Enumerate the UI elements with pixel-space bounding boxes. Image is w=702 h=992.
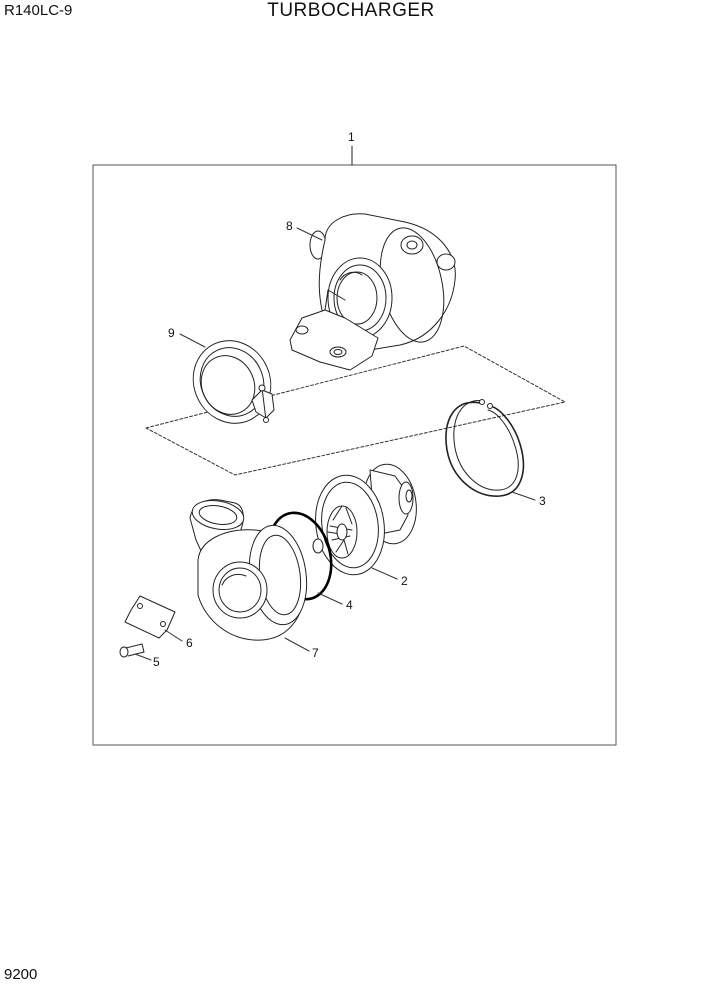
page-number: 9200 [4,966,38,983]
callout-1: 1 [348,130,355,144]
retaining-ring-part [445,399,525,497]
callout-2: 2 [401,574,408,588]
callout-3: 3 [539,494,546,508]
bolt-part [119,643,145,658]
assembly-frame [92,164,617,746]
plate-part [124,595,176,639]
callout-5: 5 [153,655,160,669]
v-band-clamp-part [192,340,275,424]
callout-9: 9 [168,326,175,340]
center-housing-part [289,213,456,371]
callout-4: 4 [346,598,353,612]
callout-6: 6 [186,636,193,650]
compressor-housing-part [189,499,324,641]
cartridge-part [315,463,417,576]
page-title: TURBOCHARGER [267,0,435,21]
leader-lines [134,227,536,661]
alignment-plane [145,345,566,476]
model-label: R140LC-9 [4,2,73,19]
callout-7: 7 [312,646,319,660]
callout-8: 8 [286,219,293,233]
